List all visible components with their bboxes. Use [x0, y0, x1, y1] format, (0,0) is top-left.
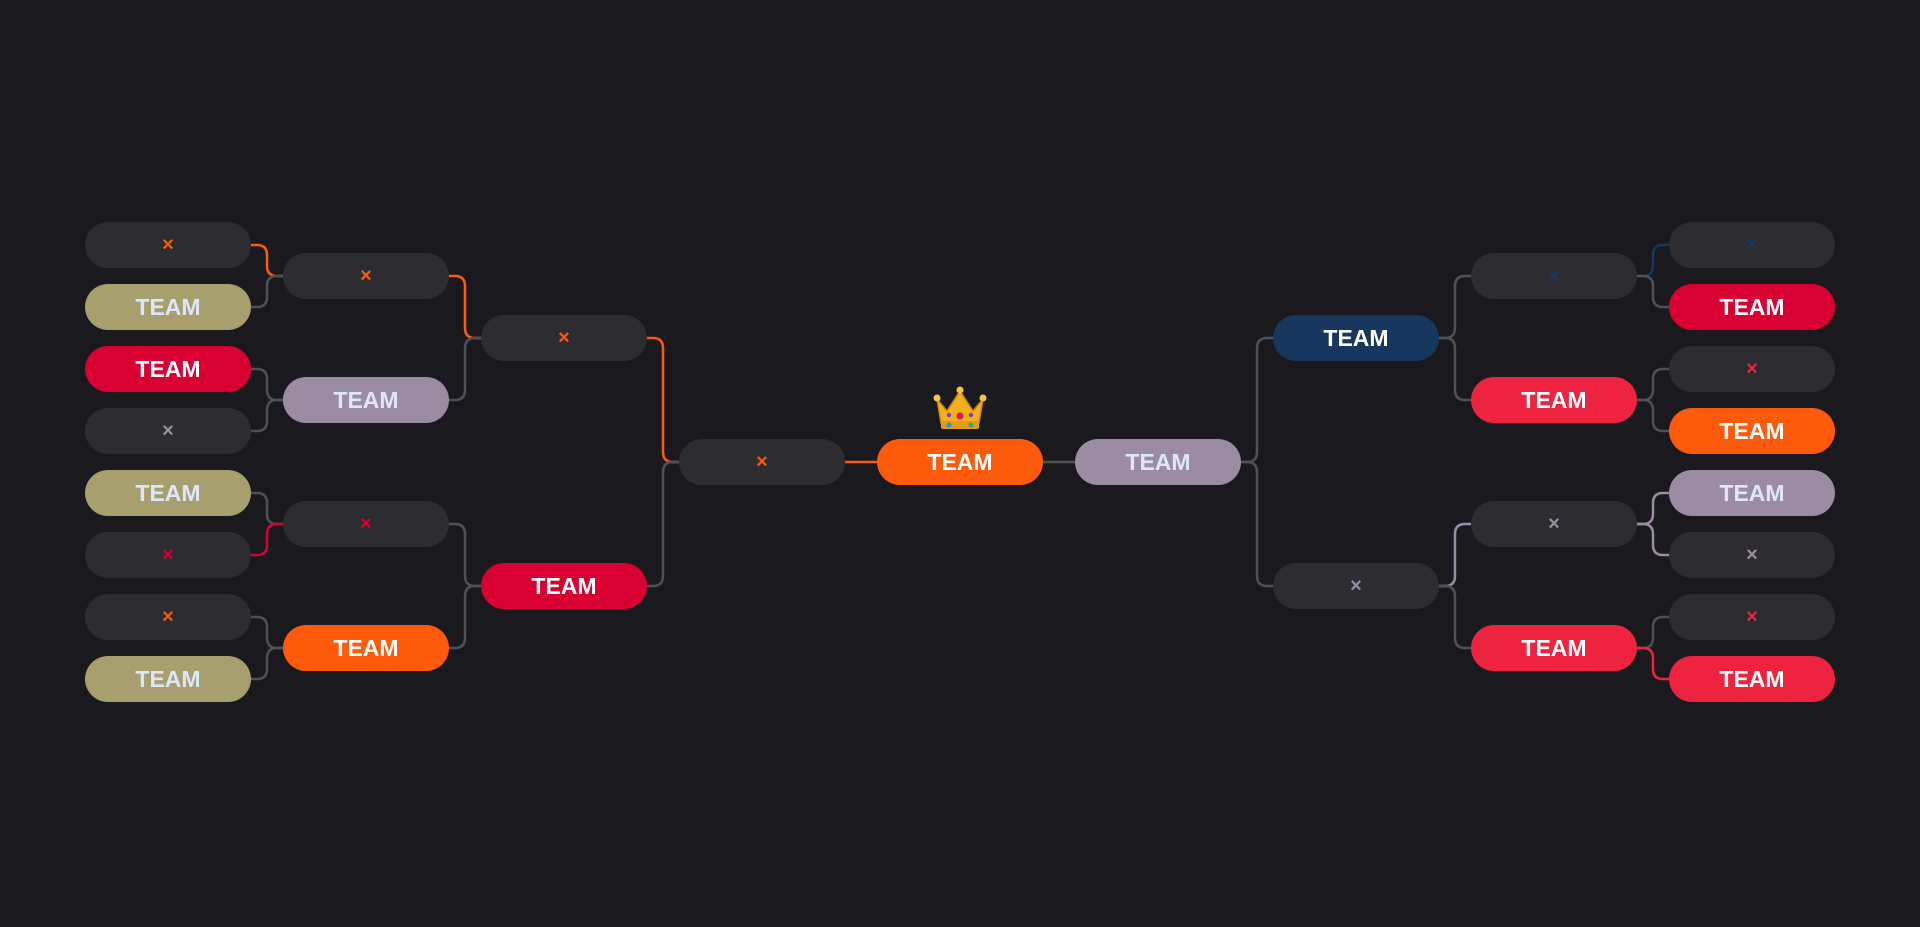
right-connector	[1239, 460, 1275, 588]
left-connector	[249, 367, 285, 402]
right-connector	[1635, 615, 1671, 650]
left-round1-slot[interactable]: TEAM	[85, 470, 251, 516]
crown-icon	[930, 381, 990, 435]
left-connector	[447, 274, 483, 340]
left-connector	[447, 584, 483, 650]
right-round1-slot[interactable]: TEAM	[1669, 656, 1835, 702]
right-final-slot[interactable]: TEAM	[1075, 439, 1241, 485]
right-connector	[1635, 491, 1671, 526]
right-round2-slot[interactable]: ×	[1471, 501, 1637, 547]
right-round1-slot[interactable]: TEAM	[1669, 470, 1835, 516]
right-connector	[1635, 646, 1671, 681]
right-round1-slot[interactable]: ×	[1669, 222, 1835, 268]
left-round1-slot[interactable]: ×	[85, 594, 251, 640]
right-connector	[1437, 336, 1473, 402]
left-round1-slot[interactable]: TEAM	[85, 284, 251, 330]
right-connector	[1635, 522, 1671, 557]
right-connector	[1437, 584, 1473, 650]
left-connector	[249, 243, 285, 278]
left-connector	[645, 336, 681, 464]
left-connector	[249, 615, 285, 650]
right-round1-slot[interactable]: TEAM	[1669, 408, 1835, 454]
left-final-slot[interactable]: ×	[679, 439, 845, 485]
right-round1-slot[interactable]: ×	[1669, 532, 1835, 578]
left-connector	[249, 646, 285, 681]
left-round3-slot[interactable]: ×	[481, 315, 647, 361]
left-round2-slot[interactable]: ×	[283, 253, 449, 299]
right-connector	[1437, 522, 1473, 588]
champion-slot[interactable]: TEAM	[877, 439, 1043, 485]
left-round1-slot[interactable]: ×	[85, 408, 251, 454]
left-round1-slot[interactable]: ×	[85, 532, 251, 578]
left-round2-slot[interactable]: TEAM	[283, 625, 449, 671]
right-connector	[1239, 336, 1275, 464]
left-connector	[447, 522, 483, 588]
right-connector	[1635, 243, 1671, 278]
left-round3-slot[interactable]: TEAM	[481, 563, 647, 609]
right-round1-slot[interactable]: ×	[1669, 594, 1835, 640]
left-connector	[249, 522, 285, 557]
left-connector	[645, 460, 681, 588]
right-connector	[1635, 274, 1671, 309]
left-round2-slot[interactable]: TEAM	[283, 377, 449, 423]
left-round1-slot[interactable]: ×	[85, 222, 251, 268]
left-round1-slot[interactable]: TEAM	[85, 656, 251, 702]
left-round2-slot[interactable]: ×	[283, 501, 449, 547]
right-round1-slot[interactable]: ×	[1669, 346, 1835, 392]
right-connector	[1635, 367, 1671, 402]
left-connector	[249, 491, 285, 526]
right-round2-slot[interactable]: TEAM	[1471, 377, 1637, 423]
left-connector	[447, 336, 483, 402]
right-connector	[1437, 274, 1473, 340]
right-round3-slot[interactable]: ×	[1273, 563, 1439, 609]
right-round1-slot[interactable]: TEAM	[1669, 284, 1835, 330]
right-round3-slot[interactable]: TEAM	[1273, 315, 1439, 361]
left-connector	[249, 274, 285, 309]
right-round2-slot[interactable]: TEAM	[1471, 625, 1637, 671]
left-round1-slot[interactable]: TEAM	[85, 346, 251, 392]
right-round2-slot[interactable]: ×	[1471, 253, 1637, 299]
left-connector	[249, 398, 285, 433]
right-connector	[1635, 398, 1671, 433]
